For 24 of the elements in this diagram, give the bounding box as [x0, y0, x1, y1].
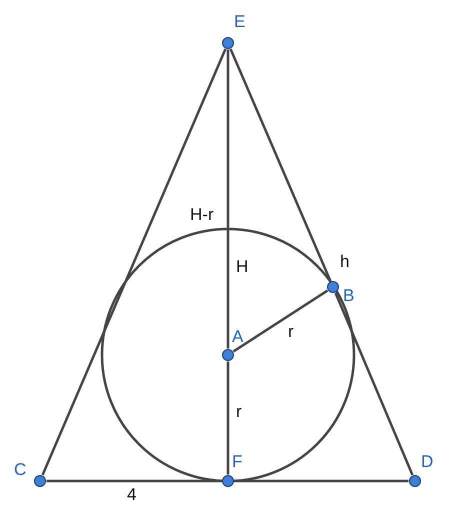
line-segment: [234, 480, 408, 482]
segment-label: r: [288, 323, 294, 341]
point-letter: B: [343, 287, 354, 305]
point-letter: A: [232, 328, 244, 346]
point-letter: F: [232, 453, 242, 471]
segment-label: h: [340, 253, 350, 271]
segment-label: 4: [127, 486, 136, 504]
line-segment: [226, 50, 230, 348]
line-segment: [229, 48, 332, 282]
segment-label: H-r: [190, 206, 214, 224]
point-letter: D: [421, 453, 434, 471]
line-segment: [226, 362, 230, 474]
labeled-point: [408, 453, 435, 488]
labeled-point: [14, 461, 46, 488]
line-segment: [334, 292, 414, 476]
labeled-point: [222, 328, 246, 362]
labeled-point: [222, 13, 248, 50]
line-segment: [46, 480, 222, 482]
line-segment: [232, 289, 328, 353]
line-segment: [41, 48, 227, 476]
point-letter: E: [234, 13, 246, 31]
segment-label: H: [236, 258, 248, 276]
segment-label: r: [236, 403, 242, 421]
point-letter: C: [14, 461, 26, 479]
